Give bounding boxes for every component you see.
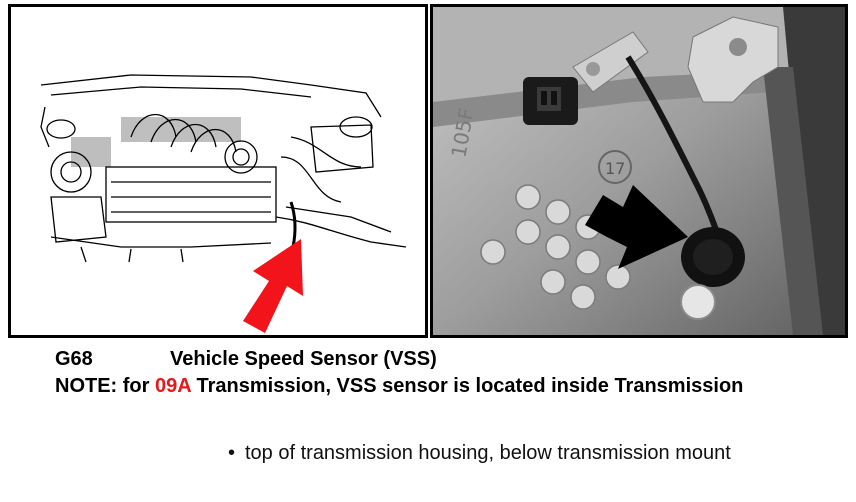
component-name: Vehicle Speed Sensor (VSS): [170, 348, 437, 370]
transmission-code: 09A: [155, 375, 191, 397]
note-prefix: NOTE: for: [55, 375, 155, 397]
bullet-text: top of transmission housing, below trans…: [245, 442, 731, 464]
location-arrow-black: [585, 185, 688, 269]
component-title-line: G68 Vehicle Speed Sensor (VSS): [55, 348, 437, 371]
location-arrow-red: [243, 239, 303, 333]
transmission-housing-photo: 105F 17: [433, 7, 845, 335]
bullet-marker: •: [228, 442, 236, 464]
svg-text:17: 17: [605, 159, 625, 178]
note-line: NOTE: for 09A Transmission, VSS sensor i…: [55, 375, 743, 398]
component-code: G68: [55, 348, 93, 370]
note-suffix: Transmission, VSS sensor is located insi…: [190, 375, 744, 397]
transmission-photo: 105F 17: [430, 4, 848, 338]
location-bullet-item: • top of transmission housing, below tra…: [228, 440, 748, 466]
engine-diagram-image: [8, 4, 428, 338]
engine-bay-drawing: [40, 74, 407, 333]
